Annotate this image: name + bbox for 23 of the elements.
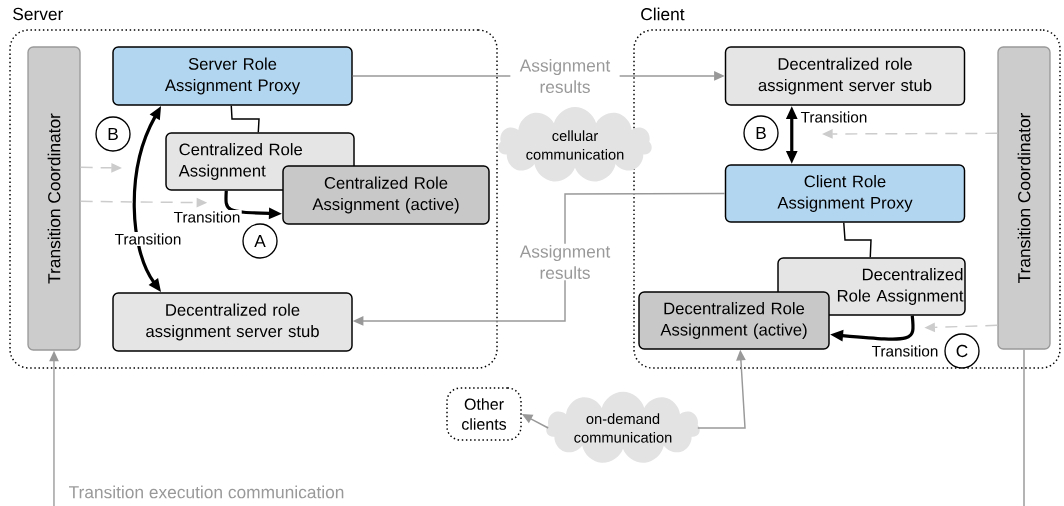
proxy-box: Server Role Assignment Proxy bbox=[112, 46, 353, 106]
cloud: on-demand communication bbox=[546, 391, 700, 463]
connector-line bbox=[230, 105, 260, 133]
component-box: Centralized Role Assignment (active) bbox=[282, 165, 490, 225]
stub-box: Decentralized role assignment server stub bbox=[112, 292, 353, 352]
edge-label: Transition bbox=[113, 232, 183, 246]
edge-label: Transition bbox=[172, 210, 242, 224]
edge-label: Transition bbox=[799, 110, 869, 124]
group-heading: Client bbox=[641, 7, 685, 21]
edge-label: Transition execution communication bbox=[67, 484, 346, 500]
component-box: Decentralized Role Assignment (active) bbox=[638, 291, 830, 350]
cloud: cellular communication bbox=[498, 107, 652, 182]
proxy-box: Client Role Assignment Proxy bbox=[724, 164, 966, 223]
edge-label: Assignment results bbox=[510, 243, 620, 281]
connector-line bbox=[1023, 348, 1025, 506]
edge-label: Transition bbox=[870, 344, 940, 358]
group-heading: Server bbox=[13, 7, 64, 21]
stub-box: Decentralized role assignment server stub bbox=[724, 46, 966, 106]
connector-line bbox=[843, 222, 872, 258]
coordinator-bar: Transition Coordinator bbox=[997, 46, 1051, 350]
coordinator-bar: Transition Coordinator bbox=[27, 46, 81, 351]
group-frame: Other clients bbox=[446, 387, 522, 441]
edge-label: Assignment results bbox=[510, 57, 620, 95]
